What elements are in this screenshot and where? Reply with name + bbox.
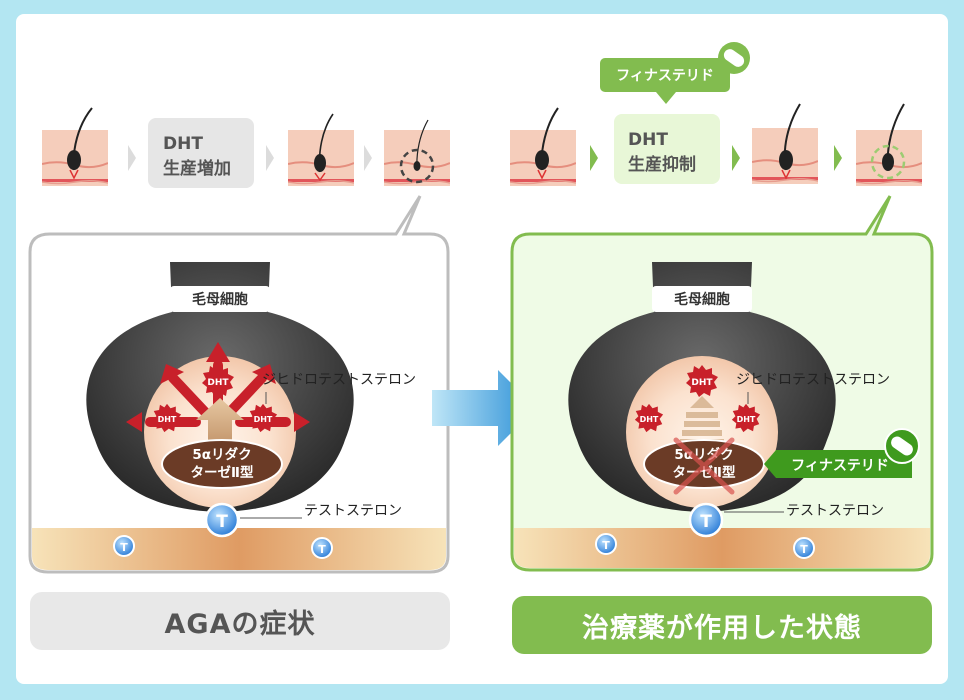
left-dht-badge: DHT <box>254 415 273 424</box>
right-dht-badge: DHT <box>640 415 659 424</box>
left-t-badge: T <box>216 512 228 532</box>
left-enzyme-line1: 5αリダク <box>192 446 251 463</box>
left-dht-label: ジヒドロテストステロン <box>262 372 416 388</box>
left-enzyme-line2: ターゼⅡ型 <box>191 464 254 481</box>
left-cell-label-box <box>170 286 270 312</box>
right-main-panel: 毛母細胞 5αリダク ターゼⅡ型 DHT DHT DHT ジヒドロテストステロン… <box>510 195 934 572</box>
left-cell-label: 毛母細胞 <box>192 291 248 308</box>
left-dht-badge: DHT <box>158 415 177 424</box>
right-dht-badge: DHT <box>737 415 756 424</box>
right-dht-badge: DHT <box>691 378 713 388</box>
right-t-badge: T <box>700 512 712 532</box>
right-step-box <box>614 114 720 184</box>
right-drug-top: フィナステリド <box>616 68 714 84</box>
right-dht-label: ジヒドロテストステロン <box>736 372 890 388</box>
right-t-badge: T <box>800 543 808 556</box>
right-t-badge: T <box>602 539 610 552</box>
left-main-panel: 毛母細胞 5αリダク ターゼⅡ型 DHT DHT DHT ジヒドロテストステロン <box>28 195 450 574</box>
right-drug-tag: フィナステリド <box>791 458 889 474</box>
left-step-box <box>148 118 254 188</box>
left-top-strip: DHT 生産増加 <box>42 107 450 188</box>
left-t-badge: T <box>120 541 128 554</box>
right-enzyme-line2: ターゼⅡ型 <box>673 464 736 481</box>
left-t-badge: T <box>318 543 326 556</box>
right-cell-label: 毛母細胞 <box>674 291 730 308</box>
left-testosterone-label: テストステロン <box>304 503 402 519</box>
right-caption: 治療薬が作用した状態 <box>512 596 932 654</box>
left-step-box-line1: DHT <box>163 134 203 154</box>
left-step-box-line2: 生産増加 <box>163 158 231 179</box>
right-top-strip: フィナステリド DHT 生産抑制 <box>510 42 922 186</box>
right-testosterone-label: テストステロン <box>786 503 884 519</box>
left-dht-badge: DHT <box>207 378 229 388</box>
right-cell-label-box <box>652 286 752 312</box>
left-caption: AGAの症状 <box>30 592 450 650</box>
big-arrow <box>432 370 536 446</box>
right-step-box-line2: 生産抑制 <box>628 154 696 175</box>
right-step-box-line1: DHT <box>628 130 668 150</box>
